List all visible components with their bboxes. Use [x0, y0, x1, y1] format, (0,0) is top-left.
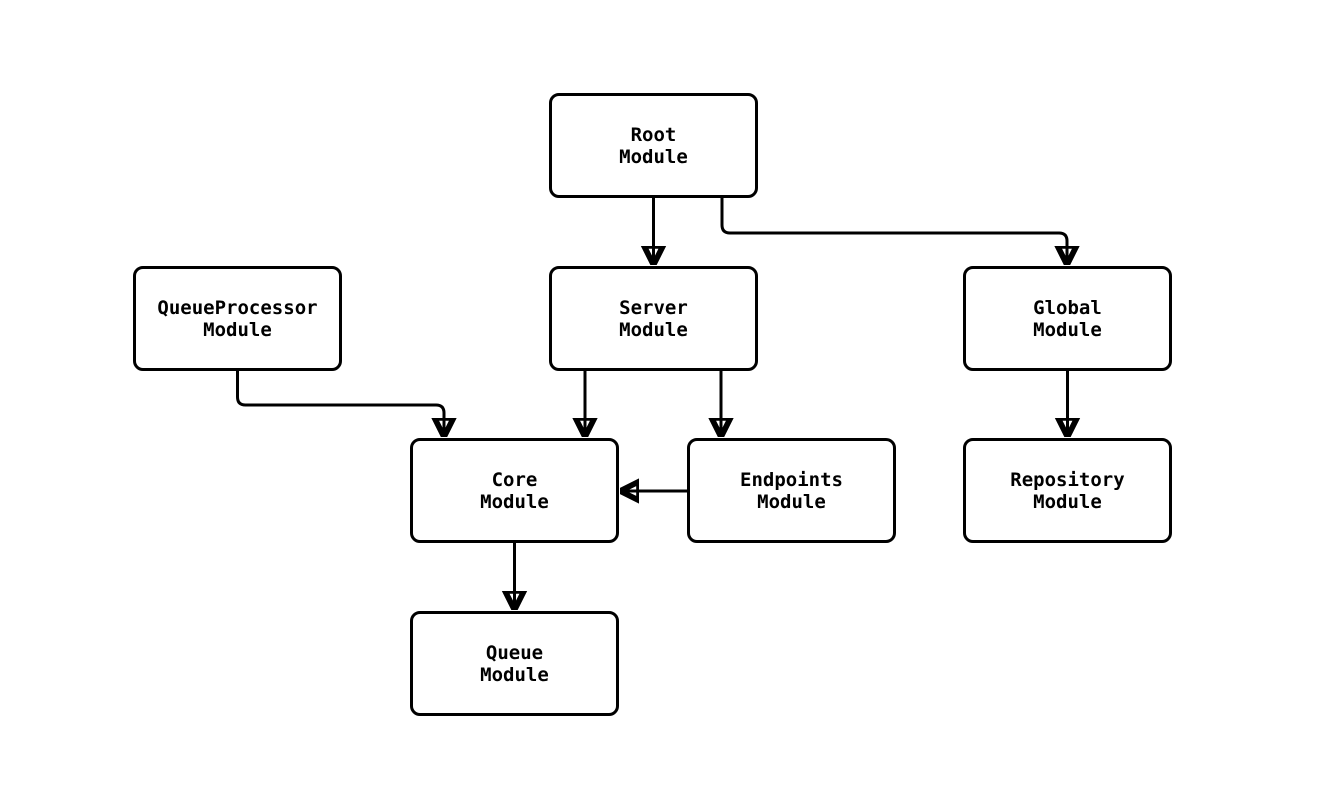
node-repository-module: Repository Module [963, 438, 1172, 543]
node-label-line: Endpoints [740, 468, 843, 491]
node-queueprocessor-module: QueueProcessor Module [133, 266, 342, 371]
node-label-line: Module [1033, 490, 1102, 513]
node-server-module: Server Module [549, 266, 758, 371]
node-global-module: Global Module [963, 266, 1172, 371]
node-endpoints-module: Endpoints Module [687, 438, 896, 543]
node-label-line: QueueProcessor [157, 296, 318, 319]
node-label-line: Module [480, 490, 549, 513]
node-label-line: Global [1033, 296, 1102, 319]
node-label-line: Root [630, 123, 677, 146]
edge-root-to-global [720, 198, 1067, 264]
node-core-module: Core Module [410, 438, 619, 543]
node-label-line: Module [480, 663, 549, 686]
node-label-line: Queue [485, 641, 544, 664]
node-label-line: Module [757, 490, 826, 513]
node-label-line: Module [203, 318, 272, 341]
node-label-line: Module [619, 318, 688, 341]
node-label-line: Server [619, 296, 688, 319]
node-label-line: Repository [1010, 468, 1125, 491]
node-queue-module: Queue Module [410, 611, 619, 716]
node-root-module: Root Module [549, 93, 758, 198]
node-label-line: Module [619, 145, 688, 168]
node-label-line: Core [491, 468, 538, 491]
edge-queueprocessor-to-core [236, 371, 445, 436]
node-label-line: Module [1033, 318, 1102, 341]
